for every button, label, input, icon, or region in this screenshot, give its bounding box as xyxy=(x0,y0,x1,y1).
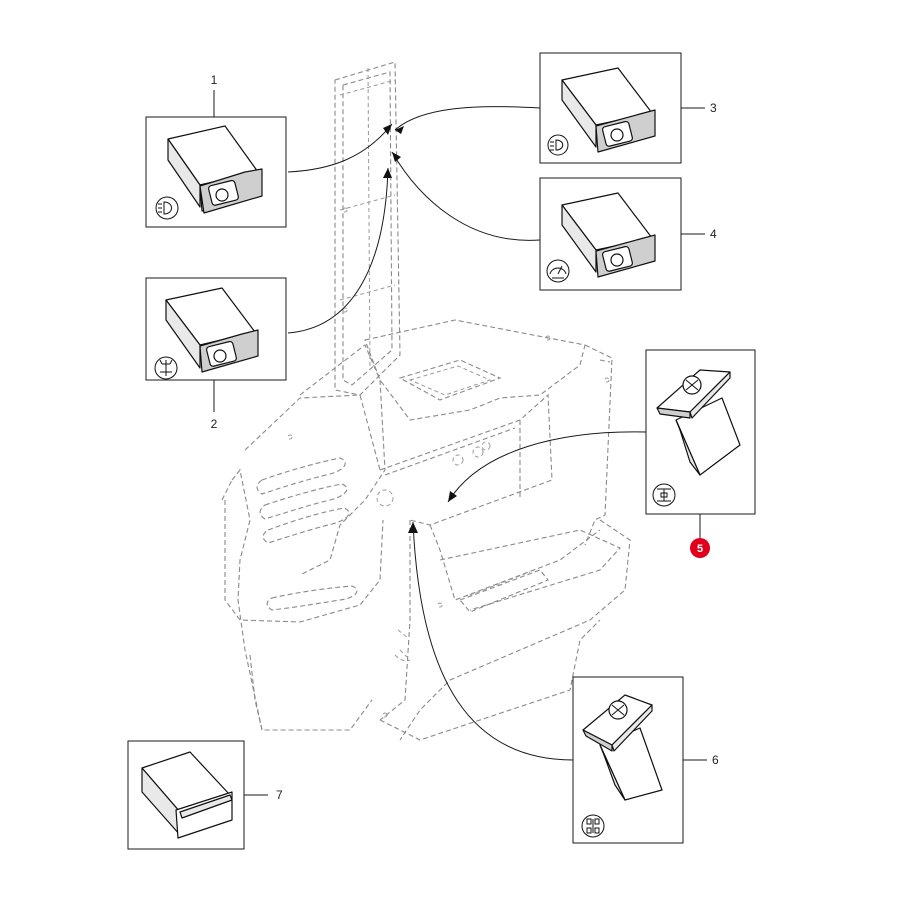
callout-7[interactable]: 7 xyxy=(276,788,283,802)
part-frame-5[interactable] xyxy=(645,349,756,515)
part-frame-7[interactable] xyxy=(127,740,245,850)
rotary-switch-6 xyxy=(582,694,663,801)
console-outline xyxy=(221,61,631,741)
pointer-line-5 xyxy=(447,431,647,503)
callout-labels: 1 2 3 4 5 6 7 xyxy=(211,73,719,802)
arrowhead-3 xyxy=(395,126,404,134)
arrowhead-1 xyxy=(383,124,392,135)
pointer-line-3 xyxy=(394,106,541,131)
pointer-curves xyxy=(287,106,647,761)
part-frame-2[interactable] xyxy=(145,277,287,381)
blank-cover-7 xyxy=(141,751,233,839)
headlight-icon xyxy=(547,134,569,156)
part-frame-3[interactable] xyxy=(539,52,682,164)
pointer-line-6 xyxy=(412,521,574,761)
callout-6[interactable]: 6 xyxy=(712,753,719,767)
rocker-switch-4 xyxy=(561,192,656,278)
part-frame-4[interactable] xyxy=(539,177,682,291)
four-wheel-drive-icon xyxy=(581,814,605,838)
rotary-switch-5 xyxy=(656,369,741,476)
wiper-icon xyxy=(546,259,570,283)
headlight-icon xyxy=(155,196,179,220)
pointer-line-1 xyxy=(287,123,393,173)
part-frame-6[interactable] xyxy=(572,676,684,844)
pointer-line-4 xyxy=(391,151,541,241)
arrowhead-5 xyxy=(448,491,457,502)
callout-3[interactable]: 3 xyxy=(710,101,717,115)
rocker-switch-2 xyxy=(165,287,259,373)
arrowhead-2 xyxy=(383,168,392,178)
work-light-icon xyxy=(154,356,178,380)
arrowhead-4 xyxy=(392,152,401,162)
differential-lock-icon xyxy=(652,483,676,507)
callout-5[interactable]: 5 xyxy=(697,543,703,555)
pointer-line-2 xyxy=(287,167,389,334)
callout-leaders xyxy=(213,90,707,796)
rocker-switch-3 xyxy=(561,67,656,153)
arrowhead-6 xyxy=(408,522,418,533)
rocker-switch-1 xyxy=(167,125,263,214)
callout-2[interactable]: 2 xyxy=(211,417,218,431)
callout-4[interactable]: 4 xyxy=(710,227,717,241)
part-frame-1[interactable] xyxy=(145,116,287,228)
callout-5-badge[interactable] xyxy=(690,538,710,558)
callout-1[interactable]: 1 xyxy=(211,73,218,87)
